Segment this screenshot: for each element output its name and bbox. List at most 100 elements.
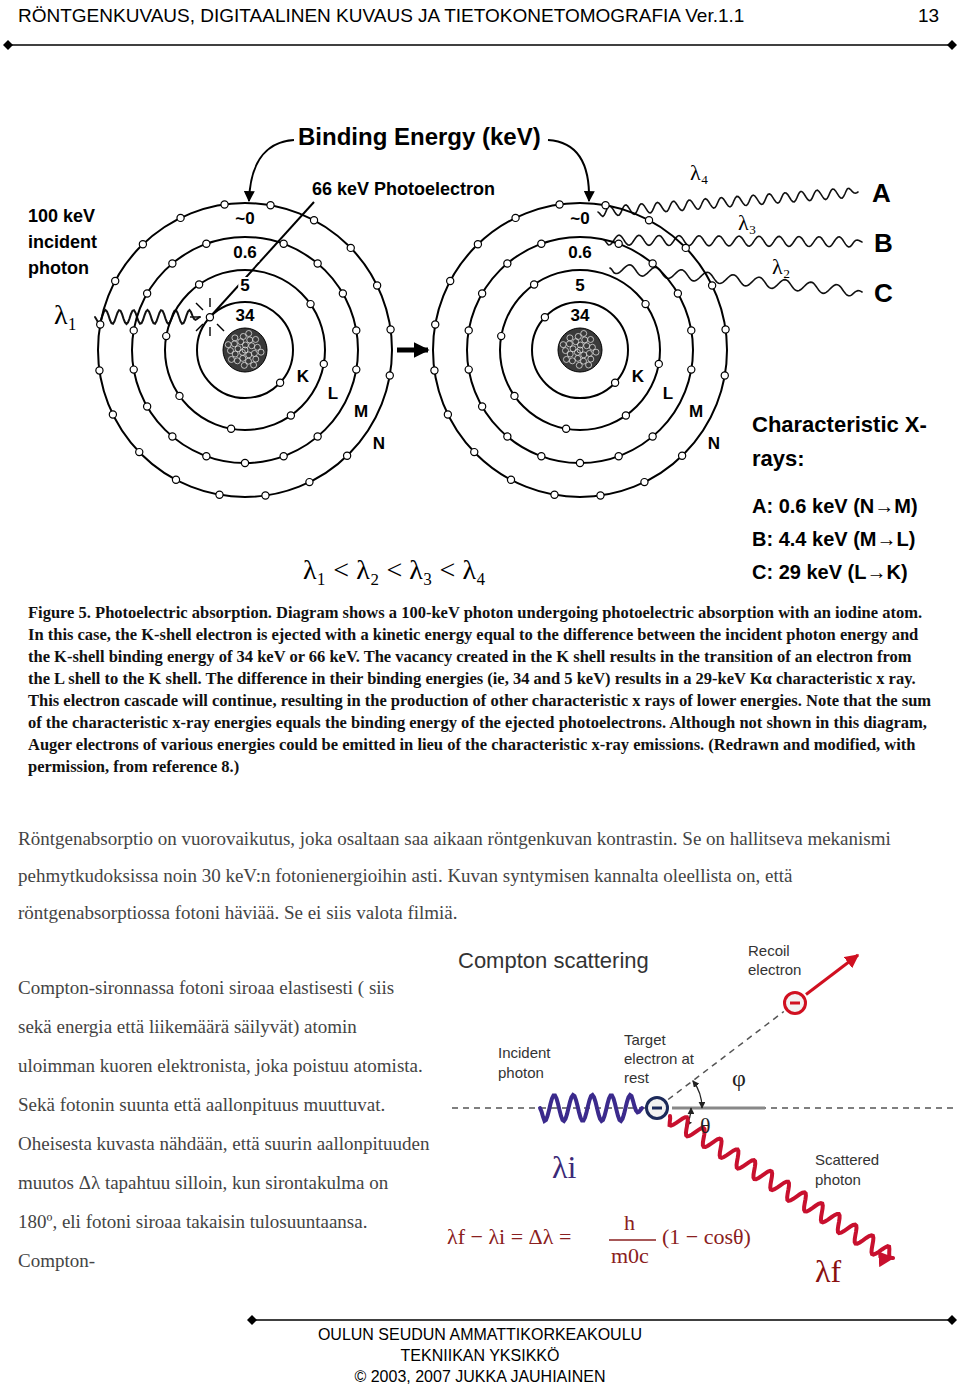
electron	[679, 452, 686, 459]
shell-letter: N	[706, 435, 722, 453]
fraction-bar	[609, 1239, 656, 1241]
formula: h	[624, 1210, 635, 1236]
electron	[479, 403, 486, 410]
xray-letter: B	[874, 228, 893, 259]
electron	[287, 412, 294, 419]
electron	[310, 217, 317, 224]
electron	[465, 366, 472, 373]
electron	[314, 260, 321, 267]
electron	[474, 241, 481, 248]
electron	[347, 244, 354, 251]
wavelength-symbol: λ₁	[54, 298, 77, 332]
electron	[177, 214, 184, 221]
nucleon	[232, 335, 238, 341]
xray-energy: C: 29 keV (L→K)	[752, 560, 908, 584]
nucleon	[569, 358, 575, 364]
nucleon	[228, 356, 234, 362]
nucleon	[586, 350, 592, 356]
footer-rule	[252, 1319, 952, 1321]
angle-symbol: θ	[700, 1113, 711, 1139]
nucleon	[246, 330, 252, 336]
xray-heading: Characteristic X-rays:	[752, 408, 942, 476]
pointer-arrow	[249, 140, 294, 201]
electron	[163, 333, 170, 340]
electron	[387, 326, 394, 333]
target-electron: Target electron at rest	[645, 1096, 669, 1120]
nucleon	[231, 341, 237, 347]
electron-label: Target electron at rest	[624, 1030, 699, 1087]
electron	[353, 327, 360, 334]
electron	[96, 367, 103, 374]
formula: (1 − cosθ)	[662, 1224, 751, 1250]
wavelength-symbol: λi	[552, 1148, 576, 1186]
electron-shell	[433, 203, 727, 497]
electron	[306, 479, 313, 486]
electron	[641, 479, 648, 486]
electron	[112, 277, 119, 284]
electron	[353, 366, 360, 373]
footer-text: TEKNIIKAN YKSIKKÖ	[230, 1346, 730, 1365]
electron-shell	[98, 203, 392, 497]
electron	[498, 333, 505, 340]
shell-letter: M	[352, 403, 370, 421]
electron	[280, 453, 287, 460]
electron	[551, 491, 558, 498]
electron	[144, 403, 151, 410]
nucleon	[575, 333, 581, 339]
electron	[130, 327, 137, 334]
nucleon	[251, 362, 257, 368]
electron	[144, 290, 151, 297]
xray-wave	[610, 265, 862, 296]
nucleon	[576, 362, 582, 368]
nucleon	[582, 337, 588, 343]
photon-label: Incident photon	[498, 1043, 570, 1083]
electron-shell	[165, 270, 325, 430]
electron	[622, 412, 629, 419]
nucleon	[240, 333, 246, 339]
xray-energy: B: 4.4 keV (M→L)	[752, 527, 915, 551]
shell-letter: K	[630, 368, 646, 386]
electron	[339, 290, 346, 297]
electron	[320, 360, 327, 367]
figure-heading: Binding Energy (keV)	[298, 122, 541, 151]
electron	[556, 201, 563, 208]
electron	[432, 321, 439, 328]
electron	[563, 425, 570, 432]
electron	[602, 202, 609, 209]
electron	[262, 492, 269, 499]
electron	[597, 492, 604, 499]
electron	[541, 314, 548, 321]
electron	[176, 392, 183, 399]
formula: m0c	[611, 1243, 649, 1269]
electron	[674, 290, 681, 297]
nucleon	[560, 342, 566, 348]
binding-energy: 0.6	[566, 244, 594, 262]
body-paragraph: Röntgenabsorptio on vuorovaikutus, joka …	[18, 820, 948, 931]
electron	[615, 453, 622, 460]
rule-diamond	[3, 40, 13, 50]
electron	[511, 392, 518, 399]
electron	[538, 453, 545, 460]
nucleon	[253, 336, 259, 342]
wavelength-symbol: λ₃	[738, 210, 756, 236]
nucleon	[253, 356, 259, 362]
nucleon	[227, 348, 233, 354]
shell-letter: K	[295, 368, 311, 386]
electron	[130, 366, 137, 373]
electron	[169, 433, 176, 440]
electron	[612, 379, 619, 386]
nucleon	[225, 342, 231, 348]
formula: λf − λi = Δλ =	[447, 1224, 571, 1250]
nucleon	[584, 343, 590, 349]
electron	[649, 260, 656, 267]
electron	[314, 433, 321, 440]
phi-arc	[693, 1081, 702, 1108]
electron	[344, 452, 351, 459]
shell-letter: L	[661, 385, 675, 403]
xray-wave	[604, 235, 862, 247]
figure-heading: Compton scattering	[458, 948, 649, 974]
nucleon	[588, 356, 594, 362]
incident-axis	[452, 1107, 955, 1109]
wavelength-order: λ₁ < λ₂ < λ₃ < λ₄	[303, 553, 486, 587]
